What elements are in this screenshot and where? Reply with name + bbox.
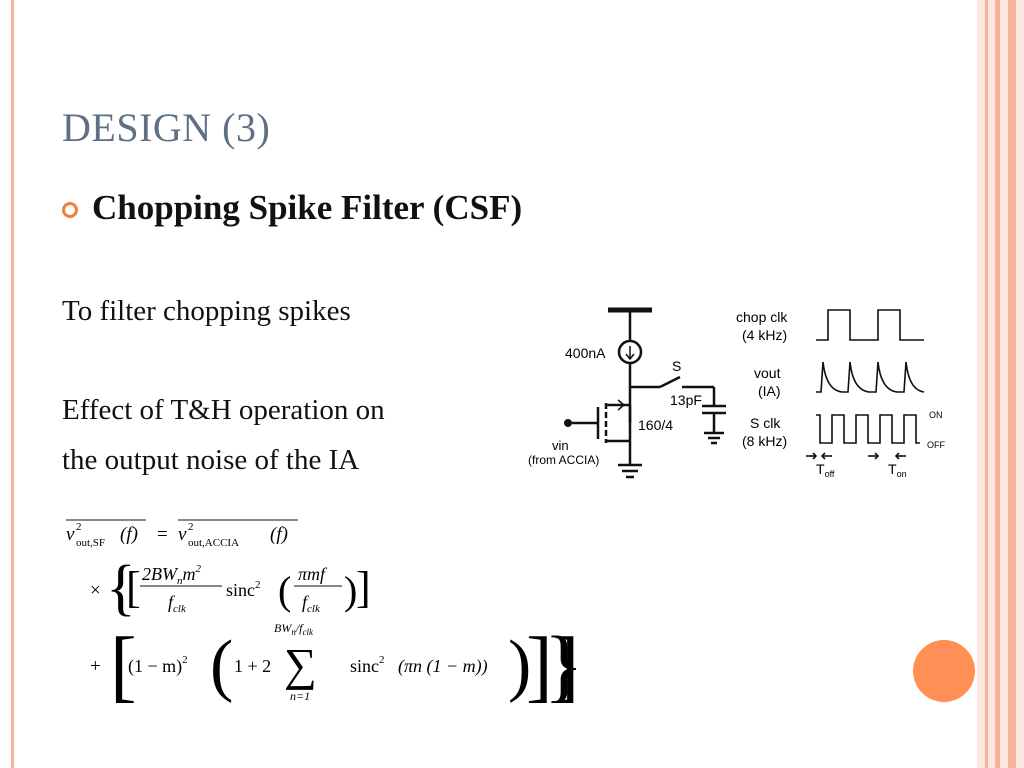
sum-lower-limit: n=1 (290, 689, 310, 703)
left-frame-line (11, 0, 14, 768)
fraction2-denominator: fclk (302, 592, 321, 615)
timing-diagram: chop clk (4 kHz) vout (IA) S clk (8 kHz)… (736, 309, 945, 479)
switch-label: S (672, 358, 681, 374)
lhs-argument: (f) (120, 524, 138, 545)
slide-title: DESIGN (3) (62, 105, 271, 150)
paragraph-effect-line2: the output noise of the IA (62, 444, 360, 476)
vin-source-label: (from ACCIA) (528, 453, 599, 467)
current-source-label: 400nA (565, 345, 606, 361)
times-sign: × (90, 580, 101, 601)
paragraph-effect-line1: Effect of T&H operation on (62, 394, 385, 426)
capacitor-label: 13pF (670, 392, 702, 408)
right-frame-stripe (995, 0, 1000, 768)
left-bracket-1: [ (126, 563, 141, 612)
lhs-subscript: out,SF (76, 537, 105, 549)
fraction1-denominator: fclk (168, 592, 187, 615)
s-clk-freq: (8 kHz) (742, 433, 787, 449)
bullet-ring-icon (62, 202, 78, 218)
right-brace: } (544, 619, 580, 710)
bullet-text: Chopping Spike Filter (CSF) (92, 188, 523, 227)
right-frame-band (977, 0, 1024, 768)
chop-clk-label: chop clk (736, 309, 788, 325)
off-label: OFF (927, 440, 945, 450)
left-bracket-2: [ (110, 622, 137, 710)
noise-equation: v 2 out,SF (f) = v 2 out,ACCIA (f) × { [… (66, 519, 580, 710)
right-paren-1: ) (344, 568, 357, 613)
rhs-v: v (178, 524, 187, 545)
equals-sign: = (157, 524, 168, 545)
on-label: ON (929, 410, 943, 420)
right-frame-stripe (985, 0, 988, 768)
rhs-argument: (f) (270, 524, 288, 545)
rhs-square: 2 (188, 521, 194, 533)
rhs-subscript: out,ACCIA (188, 537, 239, 549)
vout-label: vout (754, 365, 781, 381)
fraction2-numerator: πmf (298, 564, 328, 584)
vout-source: (IA) (758, 383, 781, 399)
right-bracket-1: ] (356, 563, 371, 612)
sum-upper-limit: BWn/fclk (274, 621, 314, 637)
left-brace: { (106, 554, 136, 622)
one-minus-m-term: (1 − m)2 (128, 654, 188, 677)
one-plus-two: 1 + 2 (234, 656, 271, 676)
sinc-argument: (πn (1 − m)) (398, 656, 488, 677)
sinc-function: sinc2 (226, 579, 261, 600)
paragraph-purpose: To filter chopping spikes (62, 295, 351, 327)
s-clk-label: S clk (750, 415, 781, 431)
right-paren-2: ) (508, 627, 531, 704)
t-off-label: Toff (816, 461, 835, 479)
left-paren-2: ( (210, 627, 233, 704)
summation-sigma: ∑ (284, 639, 317, 690)
left-paren-1: ( (278, 568, 291, 613)
t-on-label: Ton (888, 461, 907, 479)
right-brackets-2: ]] (526, 622, 579, 710)
chop-clk-freq: (4 kHz) (742, 327, 787, 343)
lhs-v: v (66, 524, 75, 545)
fraction1-numerator: 2BWnm2 (142, 563, 202, 587)
csf-circuit-diagram: 400nA S 13pF 160/4 vin (from ACCIA) (528, 307, 726, 479)
plus-sign: + (90, 656, 101, 677)
sinc-squared: sinc2 (350, 654, 385, 676)
decorative-orange-dot (913, 640, 975, 702)
transistor-size-label: 160/4 (638, 417, 673, 433)
right-frame-stripe (1008, 0, 1016, 768)
vin-label: vin (552, 438, 569, 453)
lhs-square: 2 (76, 521, 82, 533)
bullet-item: Chopping Spike Filter (CSF) (62, 188, 522, 228)
